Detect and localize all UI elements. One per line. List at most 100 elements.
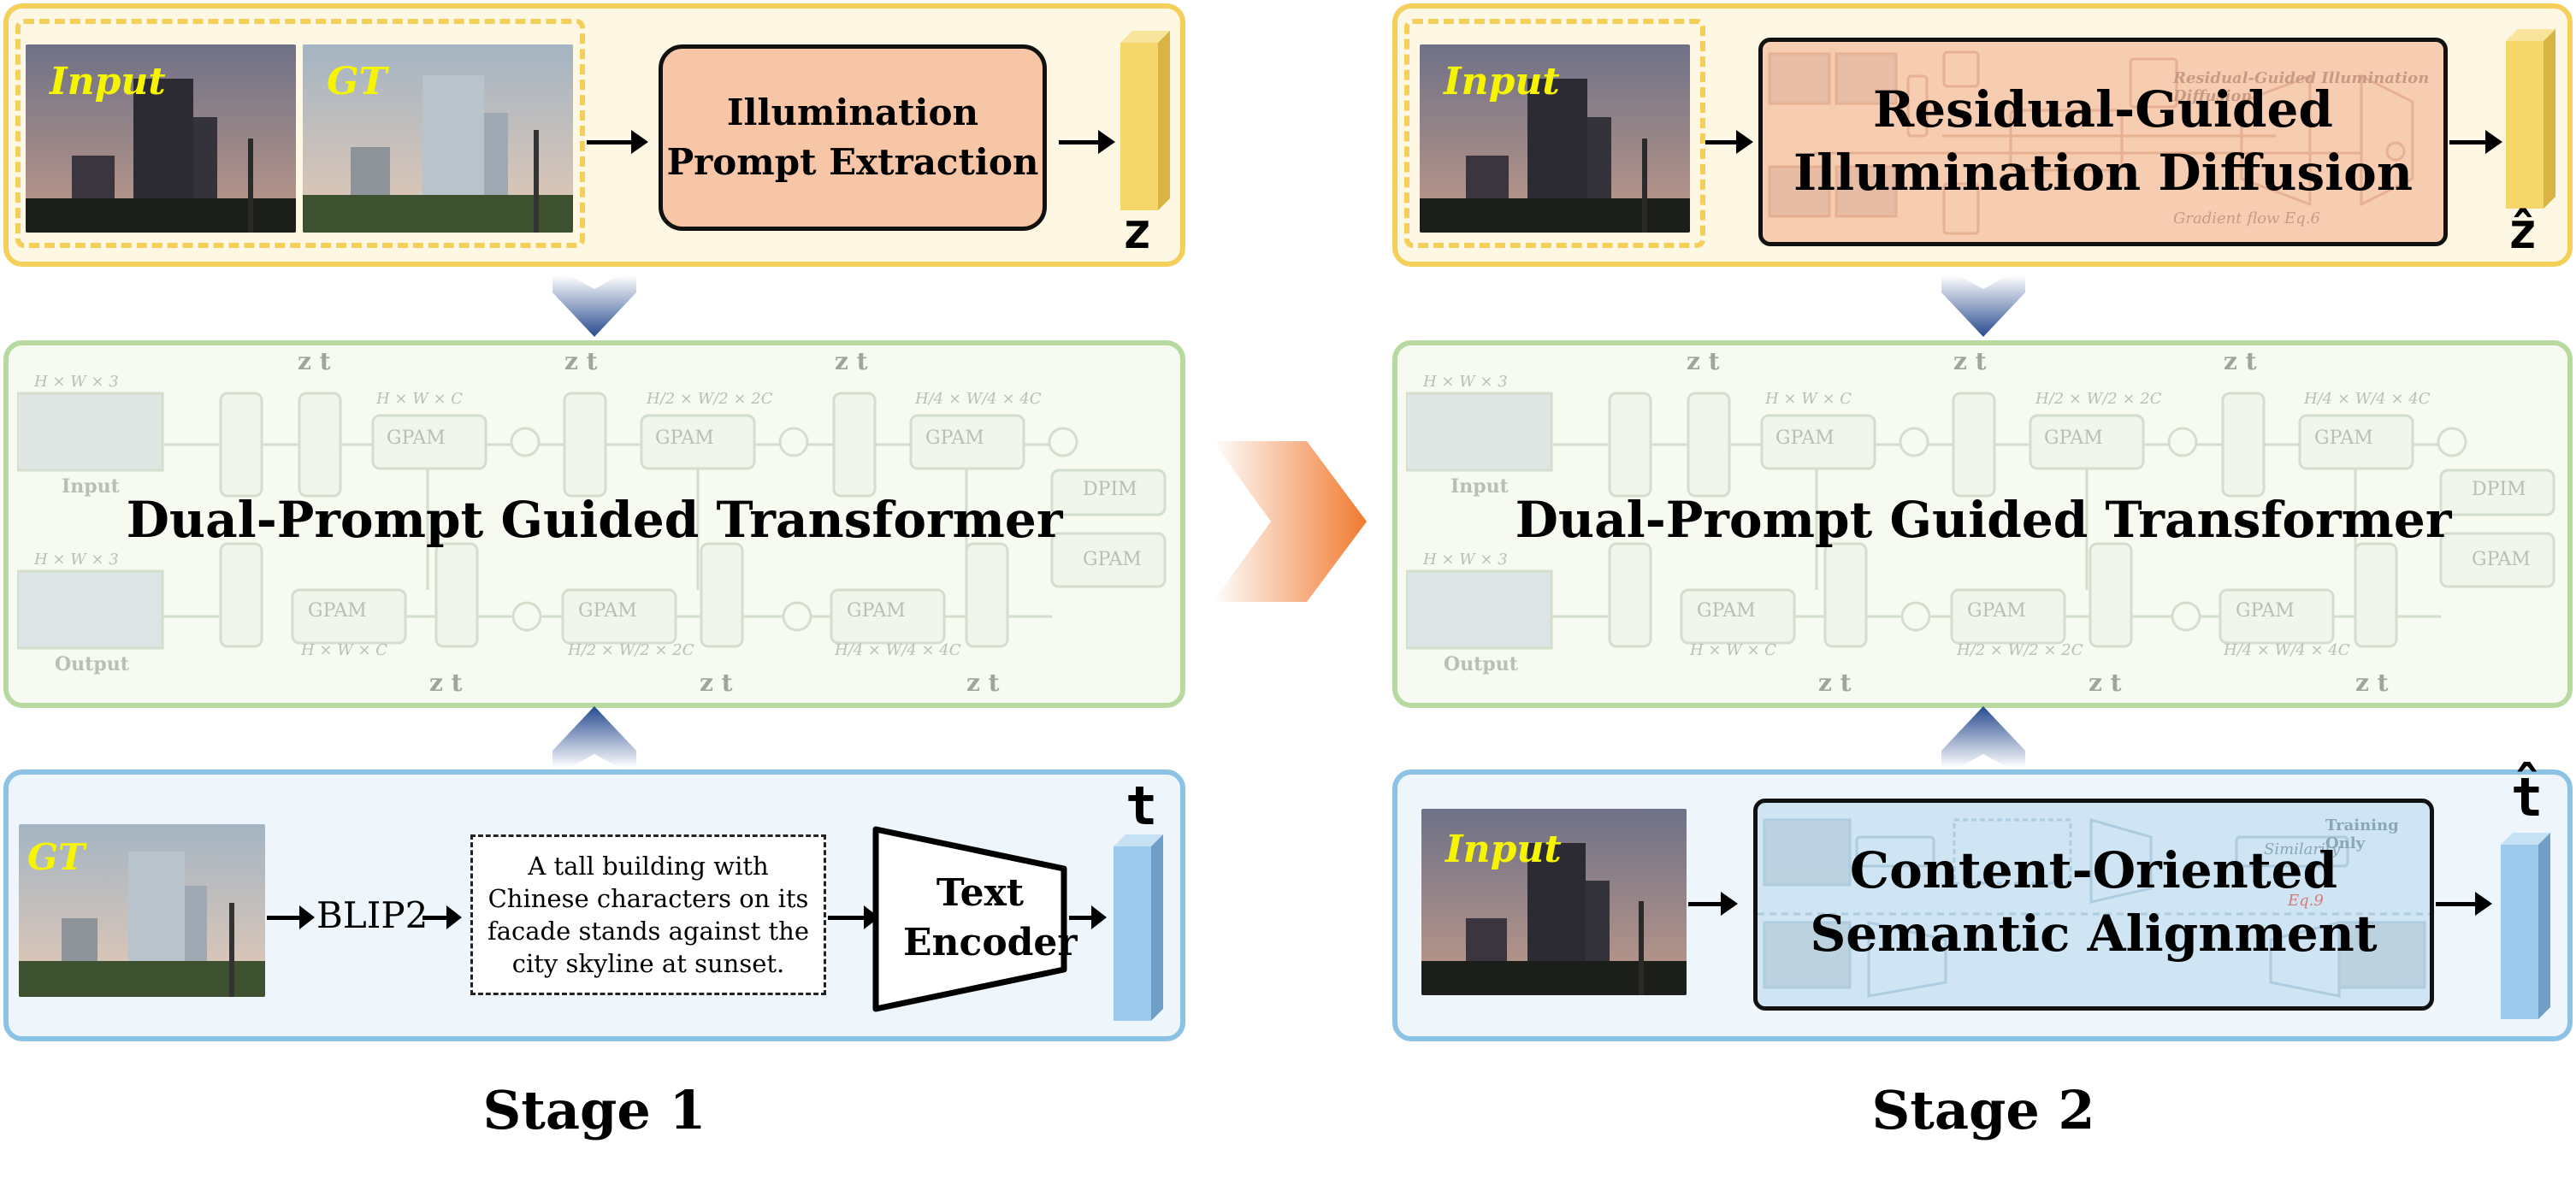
blip2-label: BLIP2 bbox=[316, 894, 428, 936]
stage2-ghost-dim-8: H/4 × W/4 × 4C bbox=[2224, 641, 2350, 659]
stage2-ghost-gpam-4: GPAM bbox=[2472, 549, 2531, 570]
z-hat-label: ẑ bbox=[2508, 202, 2538, 260]
z-feature-block bbox=[1120, 31, 1172, 210]
stage1-arrow-to-z bbox=[1059, 140, 1100, 144]
caption-box: A tall building with Chinese characters … bbox=[470, 834, 826, 995]
stage1-ghost-zt-3: z t bbox=[835, 347, 868, 375]
ipe-line2: Prompt Extraction bbox=[666, 141, 1039, 183]
stage2-arrow-to-rgid-head bbox=[1736, 130, 1753, 154]
stage1-ghost-gpam-6: GPAM bbox=[578, 600, 637, 622]
stage1-arrow-to-caption-head bbox=[446, 905, 462, 929]
stage1-arrow-to-z-head bbox=[1098, 130, 1115, 154]
stage2-transformer-title: Dual-Prompt Guided Transformer bbox=[1515, 491, 2452, 549]
stage1-transformer-title: Dual-Prompt Guided Transformer bbox=[126, 491, 1063, 549]
stage2-ghost-zt-4: z t bbox=[1818, 669, 1852, 697]
stage2-ghost-dim-5: H × W × 3 bbox=[1423, 551, 1508, 569]
stage2-arrow-to-rgid bbox=[1705, 140, 1738, 144]
stage1-gt-label: GT bbox=[327, 60, 387, 103]
stage-transition-arrow bbox=[1213, 441, 1367, 602]
stage2-arrow-to-t-hat bbox=[2436, 902, 2477, 906]
stage2-ghost-dim-2: H × W × C bbox=[1765, 390, 1852, 408]
stage2-ghost-gpam-2: GPAM bbox=[2044, 427, 2103, 449]
stage1-ghost-network bbox=[15, 351, 1172, 701]
stage1-ghost-dim-7: H/2 × W/2 × 2C bbox=[568, 641, 694, 659]
stage2-ghost-dim-4: H/4 × W/4 × 4C bbox=[2304, 390, 2431, 408]
stage1-flow-arrow-down bbox=[552, 275, 636, 337]
stage2-arrow-to-cosa-head bbox=[1721, 892, 1738, 916]
stage2-arrow-to-t-hat-head bbox=[2475, 892, 2492, 916]
stage1-ghost-gpam-4: GPAM bbox=[1083, 549, 1142, 570]
stage1-ghost-dim-2: H × W × C bbox=[376, 390, 464, 408]
cosa-ghost-eq: Eq.9 bbox=[2288, 892, 2324, 910]
stage1-arrow-to-t-head bbox=[1091, 905, 1107, 929]
stage2-arrow-to-z-hat bbox=[2449, 140, 2487, 144]
stage1-ghost-gpam-5: GPAM bbox=[308, 600, 367, 622]
stage1-bottom-gt-label: GT bbox=[27, 836, 86, 878]
cosa-ghost-training-note: Training Only bbox=[2325, 817, 2399, 852]
stage1-ghost-input-label: Input bbox=[62, 475, 120, 498]
stage2-ghost-gpam-6: GPAM bbox=[1967, 600, 2026, 622]
stage1-flow-arrow-up bbox=[552, 706, 636, 768]
stage1-arrow-to-caption bbox=[422, 916, 448, 920]
encoder-line2: Encoder bbox=[903, 921, 1078, 964]
text-encoder-shape bbox=[872, 826, 1067, 1012]
text-encoder-label: Text Encoder bbox=[903, 869, 1078, 968]
stage1-ghost-gpam-2: GPAM bbox=[655, 427, 714, 449]
stage2-input-label: Input bbox=[1444, 60, 1560, 103]
t-label: t bbox=[1126, 775, 1158, 837]
stage2-ghost-gpam-5: GPAM bbox=[1697, 600, 1756, 622]
stage2-flow-arrow-down bbox=[1941, 275, 2025, 337]
residual-guided-illumination-diffusion-box: Residual-Guided Illumination Diffusion G… bbox=[1758, 38, 2448, 246]
stage1-image-pair-frame bbox=[15, 19, 585, 248]
cosa-line2: Semantic Alignment bbox=[1810, 905, 2378, 963]
stage1-ghost-gpam-3: GPAM bbox=[925, 427, 984, 449]
stage2-label: Stage 2 bbox=[1871, 1079, 2095, 1141]
stage1-ghost-zt-1: z t bbox=[298, 347, 331, 375]
stage2-ghost-zt-6: z t bbox=[2355, 669, 2389, 697]
t-feature-block bbox=[1114, 834, 1165, 1021]
stage2-image-frame bbox=[1404, 19, 1705, 248]
z-label: z bbox=[1122, 202, 1152, 260]
stage1-ghost-gpam-1: GPAM bbox=[387, 427, 446, 449]
stage1-ghost-dim-3: H/2 × W/2 × 2C bbox=[647, 390, 773, 408]
ipe-line1: Illumination bbox=[726, 91, 979, 133]
caption-text: A tall building with Chinese characters … bbox=[487, 852, 809, 978]
stage2-ghost-gpam-3: GPAM bbox=[2314, 427, 2373, 449]
stage1-arrow-to-t bbox=[1069, 916, 1093, 920]
rgid-line1: Residual-Guided bbox=[1873, 80, 2333, 139]
stage1-arrow-to-ipe-head bbox=[631, 130, 648, 154]
stage1-ghost-dpim-1: DPIM bbox=[1083, 479, 1137, 500]
stage1-arrow-to-blip-head bbox=[299, 905, 315, 929]
stage2-ghost-dim-3: H/2 × W/2 × 2C bbox=[2035, 390, 2162, 408]
stage2-ghost-output-label: Output bbox=[1444, 653, 1518, 675]
stage2-arrow-to-cosa bbox=[1688, 902, 1722, 906]
stage2-ghost-network bbox=[1404, 351, 2561, 701]
rgid-ghost-title: Residual-Guided Illumination Diffusion bbox=[2173, 69, 2430, 105]
t-hat-feature-block bbox=[2501, 833, 2552, 1019]
stage1-arrow-to-ipe bbox=[587, 140, 633, 144]
stage2-ghost-zt-1: z t bbox=[1687, 347, 1720, 375]
stage1-label: Stage 1 bbox=[482, 1079, 706, 1141]
stage2-ghost-dim-6: H × W × C bbox=[1690, 641, 1777, 659]
stage1-ghost-dim-1: H × W × 3 bbox=[34, 373, 119, 391]
content-oriented-semantic-alignment-box: Training Only Similarity Eq.9 Content-Or… bbox=[1753, 799, 2434, 1011]
cosa-line1: Content-Oriented bbox=[1849, 841, 2338, 899]
rgid-line2: Illumination Diffusion bbox=[1793, 144, 2414, 202]
stage1-ghost-dim-6: H × W × C bbox=[301, 641, 388, 659]
stage2-ghost-zt-2: z t bbox=[1953, 347, 1987, 375]
stage1-arrow-to-blip bbox=[267, 916, 301, 920]
stage2-ghost-dim-1: H × W × 3 bbox=[1423, 373, 1508, 391]
stage1-input-label: Input bbox=[50, 60, 166, 103]
stage1-ghost-zt-5: z t bbox=[700, 669, 733, 697]
stage1-ghost-dim-5: H × W × 3 bbox=[34, 551, 119, 569]
stage2-bottom-input-label: Input bbox=[1445, 828, 1562, 871]
stage1-ghost-dim-4: H/4 × W/4 × 4C bbox=[915, 390, 1042, 408]
stage2-ghost-zt-3: z t bbox=[2224, 347, 2257, 375]
cosa-title: Content-Oriented Semantic Alignment bbox=[1758, 839, 2430, 965]
stage1-bottom-gt-image: GT bbox=[19, 824, 265, 997]
stage2-ghost-gpam-1: GPAM bbox=[1775, 427, 1835, 449]
stage1-ghost-dim-8: H/4 × W/4 × 4C bbox=[835, 641, 961, 659]
stage1-ghost-zt-4: z t bbox=[429, 669, 463, 697]
stage2-arrow-to-z-hat-head bbox=[2485, 130, 2502, 154]
